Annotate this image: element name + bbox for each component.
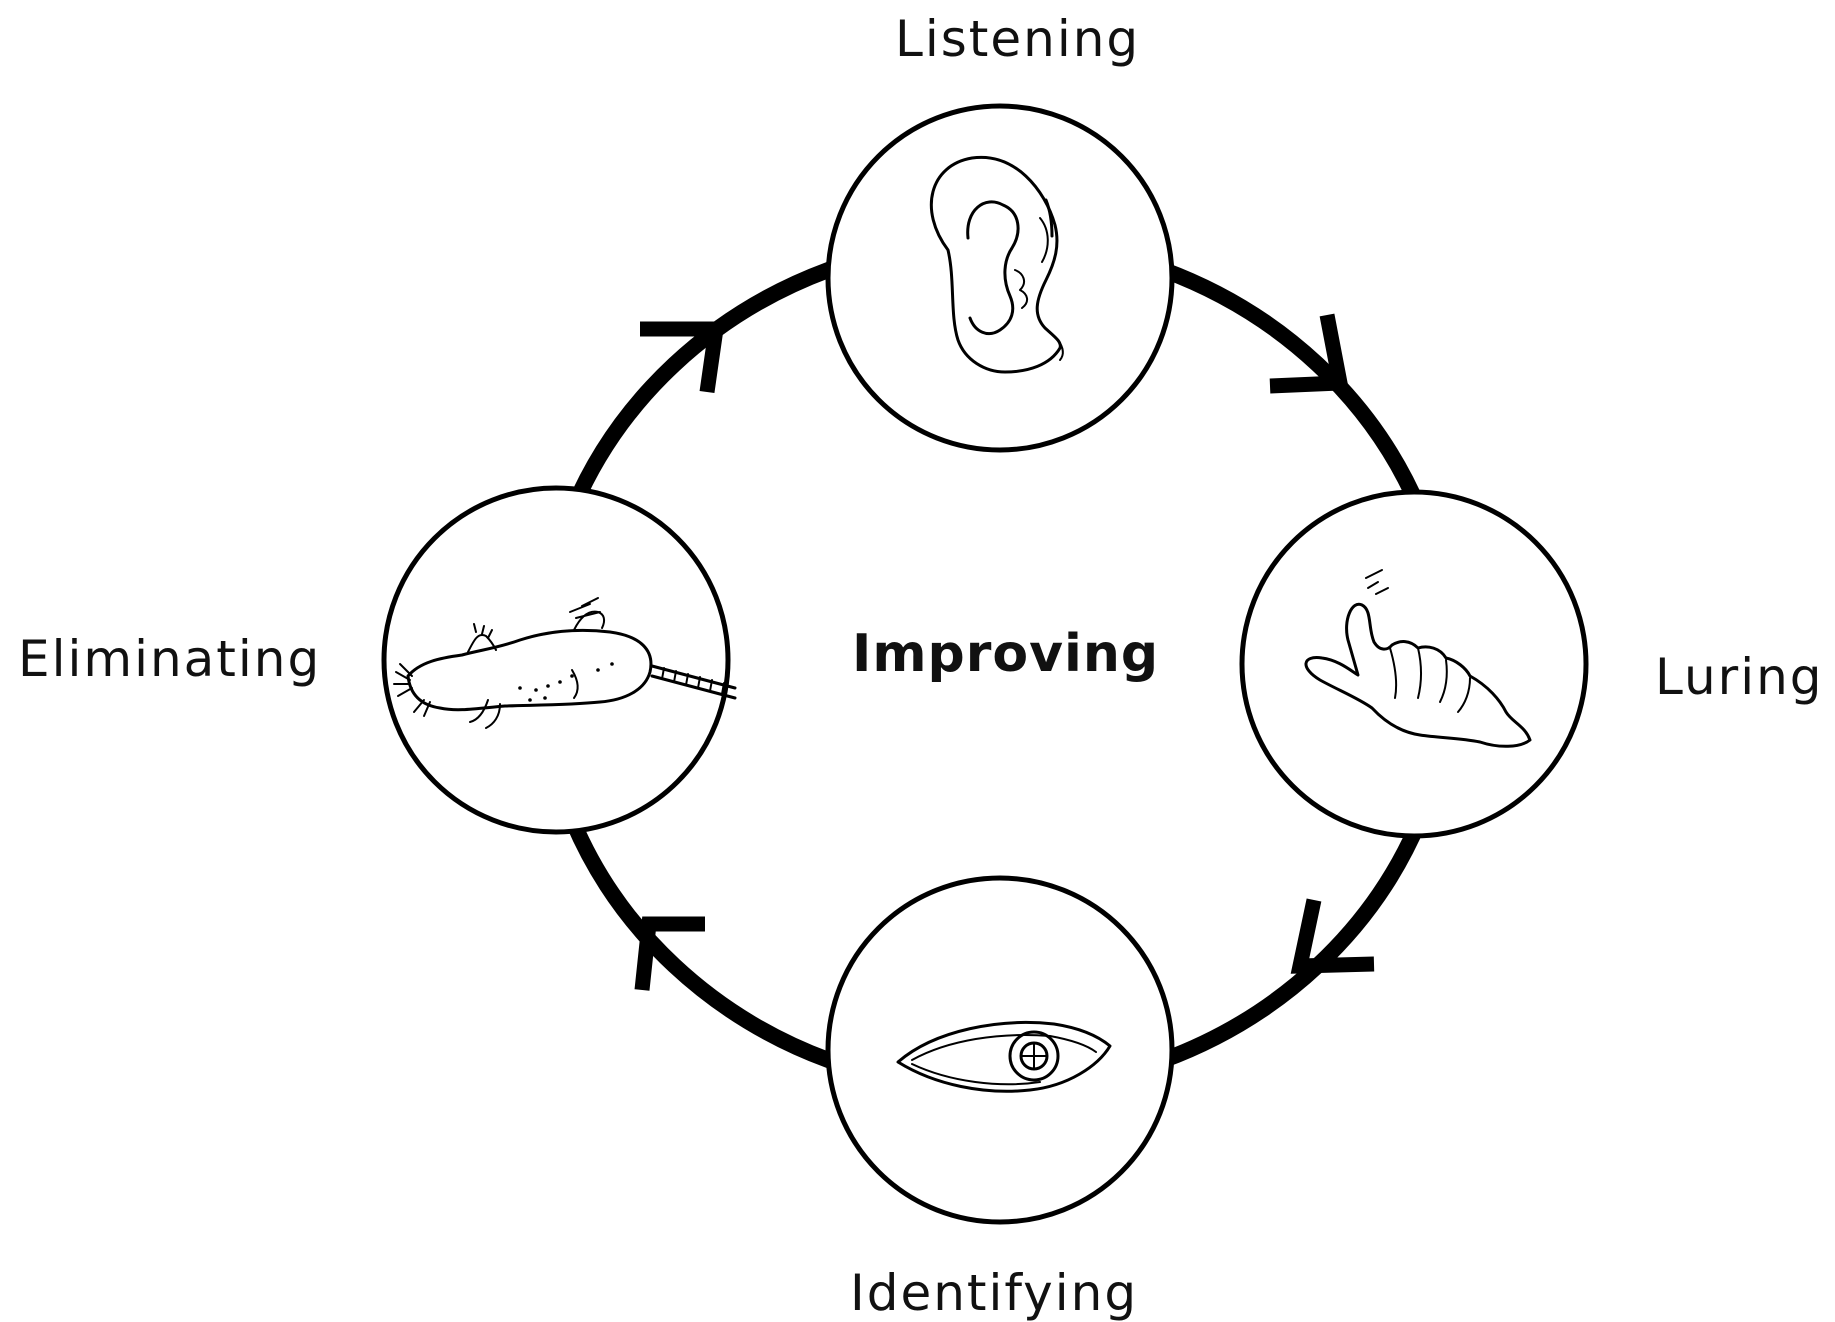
node-luring-circle — [1239, 489, 1589, 839]
arrow-eliminating-to-listening — [640, 321, 725, 394]
arrow-luring-to-identifying — [1290, 898, 1375, 974]
node-eliminating — [381, 485, 737, 835]
label-eliminating: Eliminating — [18, 630, 322, 688]
label-luring: Luring — [1655, 648, 1824, 706]
node-listening-circle — [825, 103, 1175, 453]
eye-icon — [896, 1021, 1112, 1093]
center-label: Improving — [852, 624, 1160, 684]
node-identifying — [825, 875, 1175, 1225]
label-identifying: Identifying — [850, 1264, 1139, 1322]
node-identifying-circle — [825, 875, 1175, 1225]
label-listening: Listening — [895, 10, 1141, 68]
node-luring — [1239, 489, 1589, 839]
arrow-listening-to-luring — [1269, 313, 1349, 394]
ear-icon — [930, 155, 1064, 374]
node-eliminating-circle — [381, 485, 731, 835]
node-listening — [825, 103, 1175, 453]
hand-icon — [1304, 569, 1532, 748]
rat-icon — [393, 597, 737, 729]
arrow-identifying-to-eliminating — [634, 916, 705, 991]
